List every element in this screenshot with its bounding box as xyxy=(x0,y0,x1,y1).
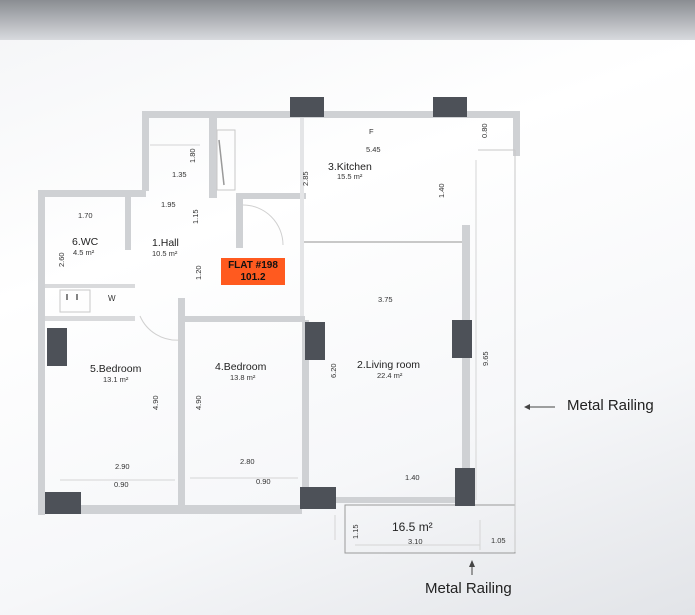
interior-wall xyxy=(185,316,305,322)
dim-310: 3.10 xyxy=(408,537,423,546)
dim-140-bottom: 1.40 xyxy=(405,473,420,482)
wall-segment xyxy=(38,190,146,197)
dim-170: 1.70 xyxy=(78,211,93,220)
interior-wall xyxy=(236,193,306,199)
room-wc-name: 6.WC xyxy=(72,236,99,248)
column xyxy=(300,487,336,509)
dim-180: 1.80 xyxy=(188,148,197,163)
dim-195: 1.95 xyxy=(161,200,176,209)
balcony-area: 16.5 m² xyxy=(392,520,433,534)
marker-f: F xyxy=(369,127,374,136)
room-kitchen-name: 3.Kitchen xyxy=(328,161,372,173)
kitchen-cabinet xyxy=(216,129,236,191)
metal-railing-bottom: Metal Railing xyxy=(425,580,512,597)
room-bedroom5-name: 5.Bedroom xyxy=(90,363,142,375)
wc-fixture xyxy=(59,289,91,313)
room-hall-area: 10.5 m² xyxy=(152,249,178,258)
door-swing xyxy=(139,315,181,341)
room-living-name: 2.Living room xyxy=(357,359,421,371)
dim-090-left: 0.90 xyxy=(114,480,129,489)
flat-total-area: 101.2 xyxy=(240,272,266,283)
flat-title: FLAT #198 xyxy=(228,260,278,271)
door-swing xyxy=(242,204,284,246)
interior-wall xyxy=(302,320,309,505)
dim-620: 6.20 xyxy=(329,363,338,378)
south-wall xyxy=(42,505,302,514)
interior-wall xyxy=(45,316,135,321)
room-bedroom4-name: 4.Bedroom xyxy=(215,361,267,373)
column xyxy=(290,97,324,117)
column xyxy=(47,328,67,366)
dim-280: 2.80 xyxy=(240,457,255,466)
north-wall xyxy=(142,111,520,118)
west-wall xyxy=(38,190,45,515)
room-hall-name: 1.Hall xyxy=(152,237,179,249)
dim-080: 0.80 xyxy=(480,123,489,138)
column xyxy=(433,97,467,117)
dim-090-mid: 0.90 xyxy=(256,477,271,486)
cabinet-mark xyxy=(218,139,225,186)
dim-490-left: 4.90 xyxy=(151,395,160,410)
room-bedroom4-area: 13.8 m² xyxy=(230,373,256,382)
dim-490-right: 4.90 xyxy=(194,395,203,410)
wall-segment xyxy=(513,111,520,156)
interior-wall xyxy=(236,193,243,248)
marker-w: W xyxy=(108,294,116,303)
wall-segment xyxy=(142,111,149,191)
dim-105: 1.05 xyxy=(491,536,506,545)
dim-260: 2.60 xyxy=(57,252,66,267)
dim-140-vertical: 1.40 xyxy=(437,183,446,198)
column xyxy=(305,322,325,360)
dim-120: 1.20 xyxy=(194,265,203,280)
interior-wall xyxy=(125,190,131,250)
interior-wall xyxy=(300,118,304,318)
railing-arrowhead xyxy=(469,560,475,567)
flat-badge: FLAT #198 101.2 xyxy=(221,258,285,285)
room-wc-area: 4.5 m² xyxy=(73,248,95,257)
dim-290: 2.90 xyxy=(115,462,130,471)
room-living-area: 22.4 m² xyxy=(377,371,403,380)
room-kitchen-area: 15.5 m² xyxy=(337,172,363,181)
dim-135: 1.35 xyxy=(172,170,187,179)
railing-arrowhead xyxy=(524,404,530,410)
dim-375: 3.75 xyxy=(378,295,393,304)
dim-115-hall: 1.15 xyxy=(191,209,200,224)
screen-top-edge xyxy=(0,0,695,40)
interior-wall xyxy=(178,298,185,508)
interior-wall xyxy=(462,225,470,505)
dim-965: 9.65 xyxy=(481,351,490,366)
column xyxy=(455,468,475,506)
wall-segment xyxy=(300,497,475,503)
dim-115-balcony: 1.15 xyxy=(351,524,360,539)
dim-kitchen-width: 5.45 xyxy=(366,145,381,154)
column xyxy=(45,492,81,514)
column xyxy=(452,320,472,358)
interior-wall xyxy=(209,118,217,198)
room-bedroom5-area: 13.1 m² xyxy=(103,375,129,384)
dim-285: 2.85 xyxy=(301,171,310,186)
interior-wall xyxy=(45,284,135,288)
metal-railing-right: Metal Railing xyxy=(567,397,654,414)
